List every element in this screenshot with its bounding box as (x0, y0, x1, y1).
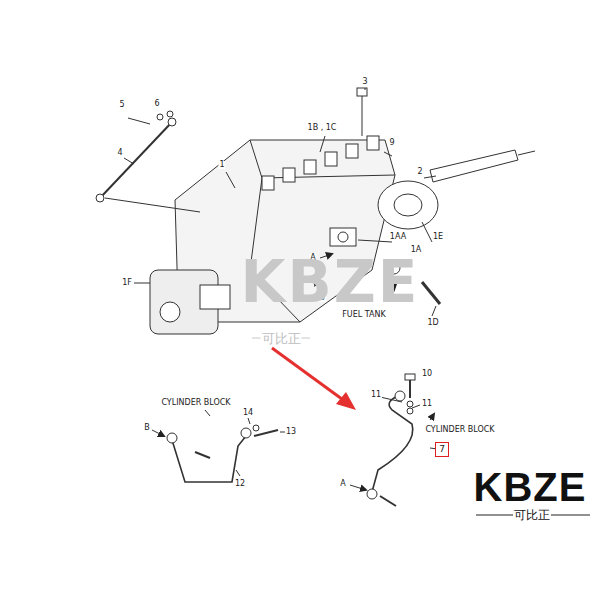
callout-number: 12 (234, 480, 246, 488)
callout-number: 1 (218, 161, 225, 169)
callout-number: 1F (121, 279, 133, 287)
callout-number: 3 (361, 78, 368, 86)
callout-number: 9 (388, 139, 395, 147)
brand-logo: KBZE (473, 467, 588, 507)
callout-number: 13 (285, 428, 297, 436)
destination-label: FUEL TANK (341, 311, 386, 319)
callout-number: 7 (439, 445, 445, 454)
port-letter: B (143, 424, 151, 432)
highlighted-callout-box: 7 (435, 442, 449, 457)
watermark: 可比正 (261, 332, 302, 345)
watermark: KBZE (241, 253, 420, 311)
callout-number: 5 (118, 101, 125, 109)
callout-number: 1D (426, 319, 439, 327)
callout-number: 4 (116, 149, 123, 157)
callout-number: 11 (370, 391, 382, 399)
port-letter: A (339, 480, 346, 488)
callout-number: 1AA (389, 233, 407, 241)
callout-number: 11 (421, 400, 433, 408)
callout-number: 1B , 1C (307, 124, 338, 132)
callout-number: 6 (153, 100, 160, 108)
callout-number: 1E (432, 233, 444, 241)
callout-number: 14 (242, 409, 254, 417)
callout-number: 10 (421, 370, 433, 378)
brand-logo: 可比正 (513, 509, 551, 521)
part-location: CYLINDER BLOCK (424, 426, 495, 434)
callout-number: 2 (416, 168, 423, 176)
part-location: CYLINDER BLOCK (160, 399, 231, 407)
